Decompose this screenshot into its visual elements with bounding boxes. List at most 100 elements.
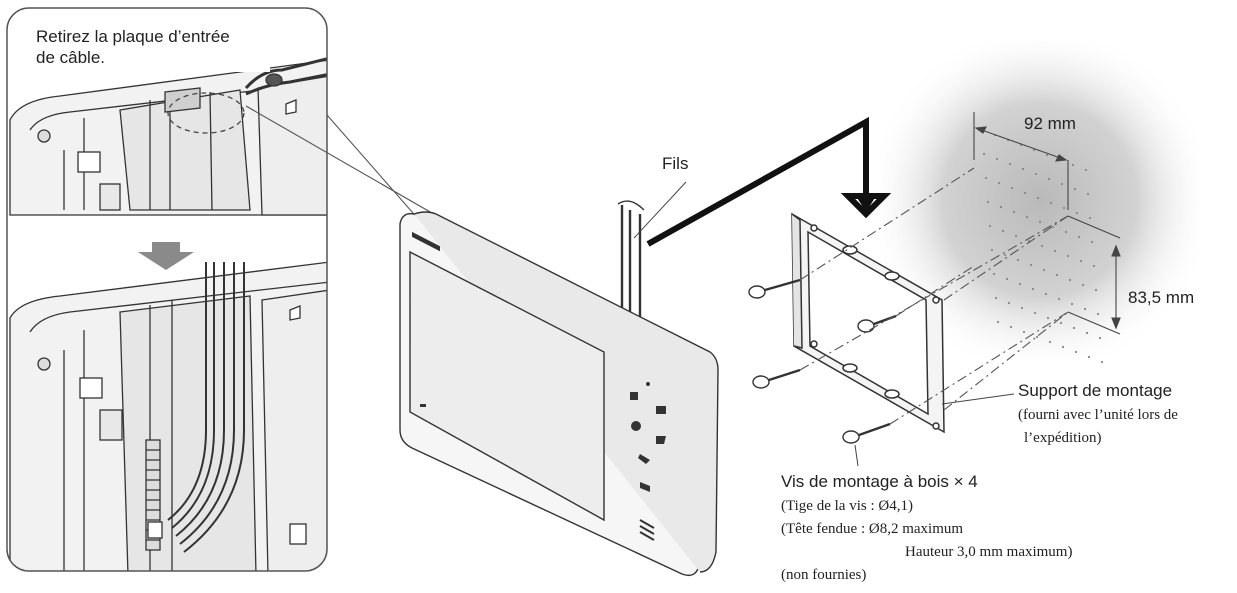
- wall-dot: [1025, 215, 1029, 219]
- wall-dot: [1084, 168, 1088, 172]
- screw-1: [748, 278, 801, 299]
- screws-head: (Tête fendue : Ø8,2 maximum: [781, 521, 964, 537]
- wall-dot: [1033, 311, 1037, 315]
- wall-dot: [1073, 187, 1077, 191]
- wall-dot: [984, 176, 988, 180]
- wall-dot: [1060, 182, 1064, 186]
- bracket-title: Support de montage: [1018, 381, 1173, 400]
- wall-dot: [1094, 288, 1098, 292]
- wall-dot: [1020, 306, 1024, 310]
- wall-dot: [1061, 345, 1065, 349]
- wall-dot: [988, 224, 992, 228]
- wall-dot: [1092, 264, 1096, 268]
- wall-dot: [1064, 230, 1068, 234]
- wall-dot: [1059, 321, 1063, 325]
- wall-dot: [1048, 340, 1052, 344]
- wall-dot: [1068, 278, 1072, 282]
- bracket-note-line-1: (fourni avec l’unité lors de: [1018, 407, 1178, 423]
- placement-arrow-icon: [646, 116, 892, 247]
- wall-dot: [1040, 244, 1044, 248]
- wall-dot: [1034, 172, 1038, 176]
- inset-bottom-view: [9, 261, 327, 571]
- wall-dot: [1035, 335, 1039, 339]
- wall-dot: [1038, 220, 1042, 224]
- callout-line-2: de câble.: [36, 48, 105, 67]
- wall-dot: [996, 320, 1000, 324]
- down-arrow-icon: [138, 242, 194, 270]
- wall-dot: [1008, 162, 1012, 166]
- wall-dot: [1042, 268, 1046, 272]
- wall-dot: [1071, 163, 1075, 167]
- wall-dot: [1053, 249, 1057, 253]
- screws-shank: (Tige de la vis : Ø4,1): [781, 498, 913, 514]
- cable-plate-highlight: [167, 92, 245, 134]
- wall-dot: [1031, 287, 1035, 291]
- wall-dot: [1009, 325, 1013, 329]
- callout-line-1: Retirez la plaque d’entrée: [36, 27, 230, 46]
- wall-dot: [986, 200, 990, 204]
- wall-dot: [1079, 259, 1083, 263]
- monitor-screen: [409, 250, 605, 522]
- wall-dot: [1075, 211, 1079, 215]
- wall-dot: [1045, 153, 1049, 157]
- wall-dot: [1012, 210, 1016, 214]
- bracket-note-line-2: l’expédition): [1024, 430, 1102, 446]
- label-leaders: [633, 181, 1015, 467]
- wall-dot-grid: [980, 128, 1104, 364]
- wall-dot: [1055, 273, 1059, 277]
- wall-dot: [1062, 206, 1066, 210]
- inset-top-view: [9, 56, 327, 216]
- alignment-lines: [799, 167, 1069, 425]
- wall-dot: [1022, 330, 1026, 334]
- wall-dot: [1090, 240, 1094, 244]
- wall-dot: [1003, 253, 1007, 257]
- wall-dot: [1077, 235, 1081, 239]
- wall-dot: [1005, 277, 1009, 281]
- wall-dot: [994, 296, 998, 300]
- wall-dot: [1100, 360, 1104, 364]
- dimension-width-label: 92 mm: [1024, 114, 1076, 133]
- wall-dot: [1086, 192, 1090, 196]
- screws-title: Vis de montage à bois × 4: [781, 472, 978, 491]
- wall-dot: [1051, 225, 1055, 229]
- wall-dot: [992, 272, 996, 276]
- wall-dot: [1088, 216, 1092, 220]
- wall-dot: [990, 248, 994, 252]
- bracket-note: (fourni avec l’unité lors de l’expéditio…: [1018, 404, 1178, 450]
- wall-dot: [995, 157, 999, 161]
- monitor-unit: [399, 200, 719, 577]
- wall-dot: [1014, 234, 1018, 238]
- screws-height: Hauteur 3,0 mm maximum): [905, 544, 1073, 560]
- wall-dot: [1081, 283, 1085, 287]
- wall-dot: [1032, 148, 1036, 152]
- wall-dot: [1018, 282, 1022, 286]
- wall-dot: [1047, 177, 1051, 181]
- monitor-buttons: [420, 382, 666, 541]
- screws-specs: (Tige de la vis : Ø4,1) (Tête fendue : Ø…: [781, 495, 1072, 587]
- wall-dot: [1074, 350, 1078, 354]
- wires-label: Fils: [662, 154, 689, 173]
- wall-dot: [1049, 201, 1053, 205]
- dimension-lines: [973, 112, 1121, 335]
- wall-dot: [1036, 196, 1040, 200]
- wall-dot: [982, 152, 986, 156]
- wall-dot: [999, 205, 1003, 209]
- wall-dot: [1044, 292, 1048, 296]
- wall-dot: [1023, 191, 1027, 195]
- wall-dot: [1098, 336, 1102, 340]
- wall-dot: [1046, 316, 1050, 320]
- screw-4: [842, 422, 891, 444]
- wall-dot: [1007, 301, 1011, 305]
- wall-dot: [1001, 229, 1005, 233]
- wall-dot: [997, 181, 1001, 185]
- dimension-height-label: 83,5 mm: [1128, 288, 1195, 307]
- wall-dot: [1070, 302, 1074, 306]
- wall-dot: [1021, 167, 1025, 171]
- wall-dot: [1087, 355, 1091, 359]
- callout-remove-cable-plate: Retirez la plaque d’entrée de câble.: [36, 26, 230, 68]
- screw-3: [752, 368, 801, 389]
- inset-detail-panel: [6, 7, 328, 572]
- wall-dot: [1016, 258, 1020, 262]
- wall-dot: [1029, 263, 1033, 267]
